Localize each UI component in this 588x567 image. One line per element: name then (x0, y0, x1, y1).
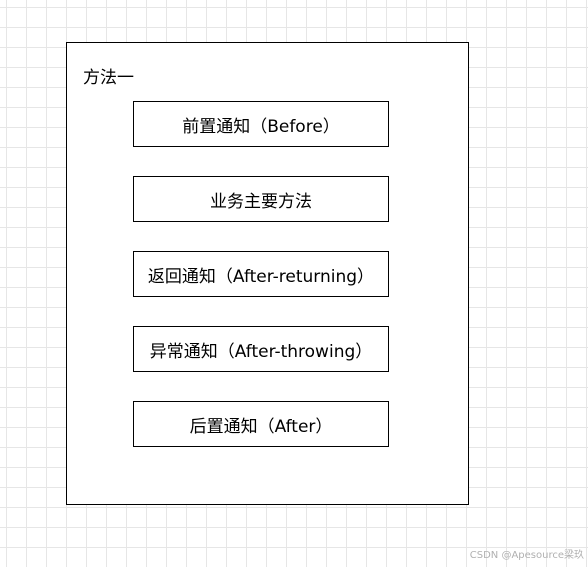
step-after-advice: 后置通知（After） (133, 401, 389, 447)
watermark: CSDN @Apesource梁玖 (469, 550, 584, 561)
step-before-advice: 前置通知（Before） (133, 101, 389, 147)
step-after-throwing-advice: 异常通知（After-throwing） (133, 326, 389, 372)
step-after-returning-advice: 返回通知（After-returning） (133, 251, 389, 297)
method-title: 方法一 (83, 68, 134, 88)
step-main-business-method: 业务主要方法 (133, 176, 389, 222)
